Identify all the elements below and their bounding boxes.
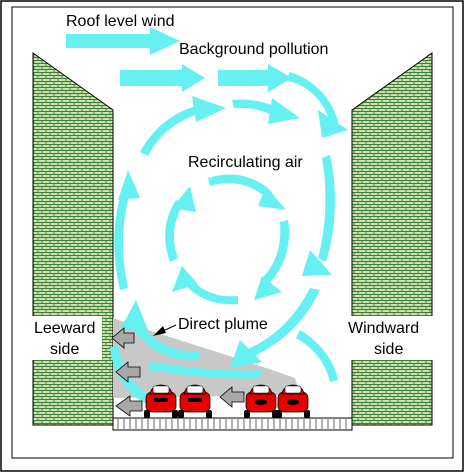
leeward-label: Leeward [34, 320, 95, 337]
direct-plume-label: Direct plume [178, 316, 268, 333]
recirculating-air-label: Recirculating air [188, 154, 303, 171]
windward-side-label: side [374, 341, 403, 358]
leeward-side-label: side [50, 341, 79, 358]
exhaust-arrow-icon [115, 395, 143, 417]
exhaust-arrows [111, 327, 245, 417]
inner-frame [11, 6, 454, 459]
exhaust-arrow-icon [219, 386, 245, 408]
windward-label-bg [344, 316, 436, 360]
background-pollution-label: Background pollution [179, 41, 328, 58]
car-icon [276, 384, 310, 418]
recirculation-vortex [110, 72, 348, 404]
windward-building [351, 52, 433, 426]
road-hatching [117, 419, 347, 429]
exhaust-arrow-icon [111, 327, 135, 349]
pointer-arrowhead-icon [153, 326, 166, 336]
car-icon [178, 384, 212, 418]
leeward-building [32, 52, 114, 426]
leeward-label-bg [30, 316, 102, 360]
pointer-line [162, 324, 177, 332]
exhaust-arrow-icon [115, 361, 141, 383]
background-arrows [120, 64, 292, 92]
car-icon [144, 384, 178, 418]
car-icon [244, 384, 278, 418]
roof-wind-label: Roof level wind [66, 13, 175, 30]
windward-label: Windward [348, 320, 419, 337]
wind-arrow-icon [66, 27, 180, 55]
